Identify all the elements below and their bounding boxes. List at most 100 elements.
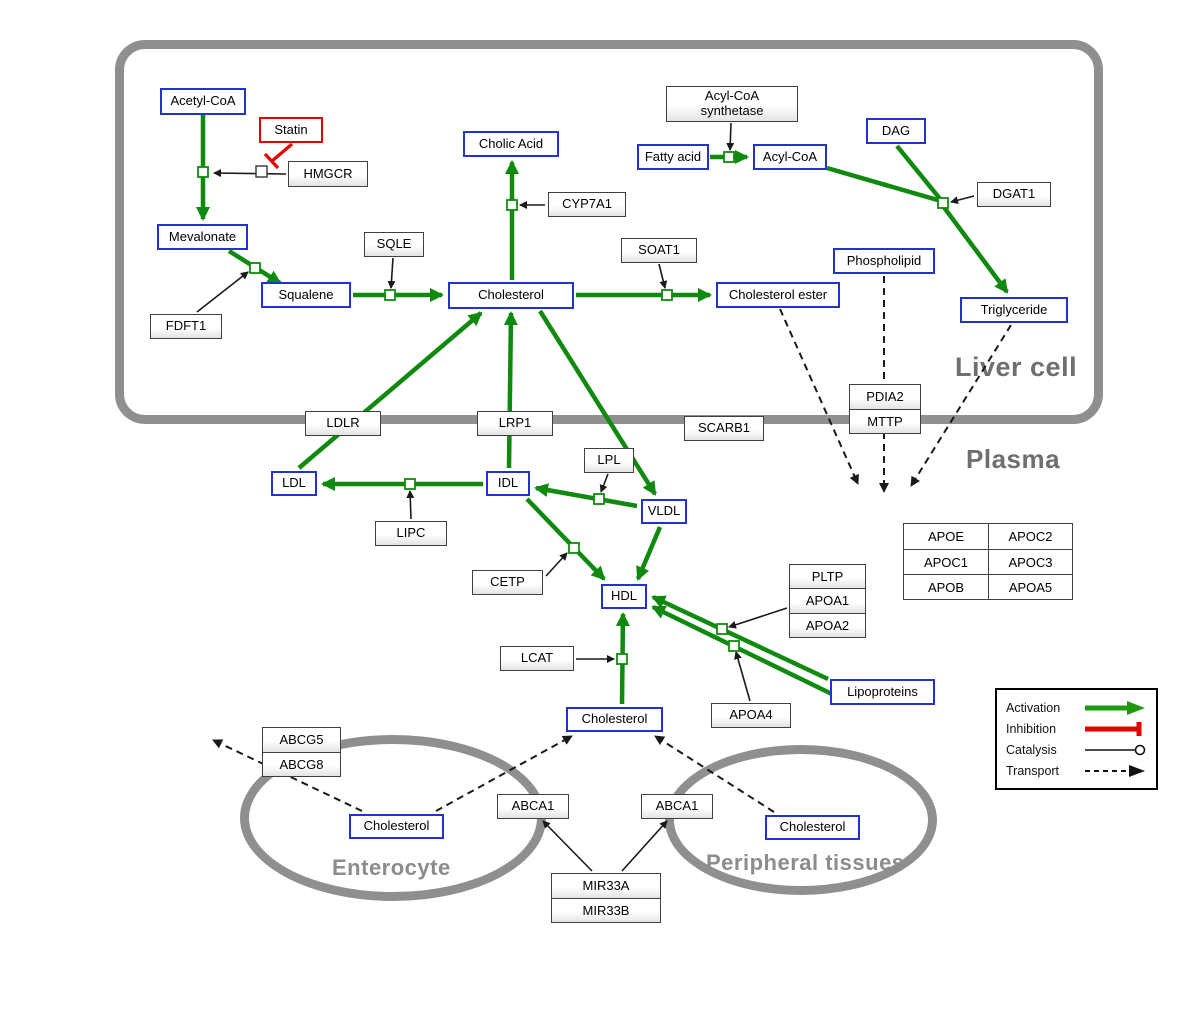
node-label: DAG — [881, 122, 911, 138]
node-lcat[interactable]: LCAT — [500, 646, 574, 671]
edge-acylcoa-to-dgat1-junction — [826, 165, 942, 204]
edge-ldl-to-cholesterol-via-ldlr — [297, 311, 483, 470]
legend-row-transport: Transport — [1006, 760, 1147, 781]
node-pdia2[interactable]: PDIA2 — [850, 385, 920, 409]
anchor-cetp — [568, 542, 580, 554]
node-label: SOAT1 — [638, 242, 680, 258]
node-squalene[interactable]: Squalene — [261, 282, 351, 308]
node-vldl[interactable]: VLDL — [641, 499, 687, 524]
node-dag[interactable]: DAG — [866, 118, 926, 144]
inhibition-tbar-icon — [1085, 721, 1142, 736]
node-label: Cholesterol — [581, 711, 648, 727]
peripheral-tissue-membrane — [665, 745, 937, 895]
edge-acylcoa-synthetase-catalysis — [726, 122, 735, 151]
edge-idl-to-hdl-via-cetp — [525, 497, 606, 581]
node-label: Acyl-CoA — [762, 148, 818, 164]
node-lrp1[interactable]: LRP1 — [477, 411, 553, 436]
node-soat1[interactable]: SOAT1 — [621, 238, 697, 263]
stack-mir33a-mir33b: MIR33A MIR33B — [551, 873, 661, 923]
legend-activation-label: Activation — [1006, 700, 1061, 715]
node-idl[interactable]: IDL — [486, 471, 530, 496]
node-label: HMGCR — [303, 165, 353, 181]
node-label: Acetyl-CoA — [170, 93, 236, 109]
node-apoe[interactable]: APOE — [904, 524, 988, 549]
node-acyl-coa-synthetase[interactable]: Acyl-CoA synthetase — [666, 86, 798, 122]
node-phospholipid[interactable]: Phospholipid — [833, 248, 935, 274]
node-hdl[interactable]: HDL — [601, 584, 647, 609]
node-dgat1[interactable]: DGAT1 — [977, 182, 1051, 207]
edge-dgat1-catalysis — [950, 195, 975, 205]
edge-cetp-catalysis — [545, 552, 568, 577]
node-sqle[interactable]: SQLE — [364, 232, 424, 257]
edge-mir33-to-abca1-right — [621, 820, 668, 872]
node-abcg5[interactable]: ABCG5 — [263, 728, 340, 752]
legend-transport-label: Transport — [1006, 763, 1060, 778]
node-apob[interactable]: APOB — [904, 574, 988, 599]
node-apoa1[interactable]: APOA1 — [790, 588, 865, 613]
legend-row-activation: Activation — [1006, 697, 1147, 718]
node-cetp[interactable]: CETP — [472, 570, 543, 595]
node-label: IDL — [497, 475, 519, 491]
node-pltp[interactable]: PLTP — [790, 565, 865, 589]
node-label-line2: synthetase — [700, 103, 764, 118]
edge-lipc-catalysis — [406, 490, 415, 520]
node-cholesterol-enterocyte[interactable]: Cholesterol — [349, 814, 444, 839]
edge-junction-to-triglyceride — [941, 204, 1009, 294]
node-label: Cholesterol — [478, 287, 544, 303]
node-cyp7a1[interactable]: CYP7A1 — [548, 192, 626, 217]
node-apoa2[interactable]: APOA2 — [790, 612, 865, 637]
node-label: CYP7A1 — [562, 196, 612, 212]
node-mir33b[interactable]: MIR33B — [552, 897, 660, 922]
node-mevalonate[interactable]: Mevalonate — [157, 224, 248, 250]
edge-sqle-catalysis — [387, 257, 396, 289]
node-cholesterol-plasma[interactable]: Cholesterol — [566, 707, 663, 732]
edge-hmgcr-catalysis — [213, 169, 287, 178]
node-cholesterol-peripheral[interactable]: Cholesterol — [765, 815, 860, 840]
node-apoc2[interactable]: APOC2 — [988, 524, 1072, 549]
node-label: SCARB1 — [697, 420, 751, 436]
node-cholesterol-ester[interactable]: Cholesterol ester — [716, 282, 840, 308]
node-abcg8[interactable]: ABCG8 — [263, 751, 340, 776]
node-apoa5[interactable]: APOA5 — [988, 574, 1072, 599]
node-label: ABCA1 — [655, 798, 699, 814]
node-label: Squalene — [278, 286, 334, 302]
node-label: Fatty acid — [644, 148, 702, 164]
node-fdft1[interactable]: FDFT1 — [150, 314, 222, 339]
edge-lipoproteins-to-hdl-upper — [651, 594, 829, 682]
node-mttp[interactable]: MTTP — [850, 408, 920, 433]
node-lipc[interactable]: LIPC — [375, 521, 447, 546]
node-cholic-acid[interactable]: Cholic Acid — [463, 131, 559, 157]
node-acyl-coa[interactable]: Acyl-CoA — [753, 144, 827, 170]
node-label: LRP1 — [498, 415, 532, 431]
node-scarb1[interactable]: SCARB1 — [684, 416, 764, 441]
node-acetyl-coa[interactable]: Acetyl-CoA — [160, 88, 246, 115]
node-label: Cholic Acid — [478, 135, 544, 151]
node-apoa4[interactable]: APOA4 — [711, 703, 791, 728]
anchor-lpl — [593, 493, 605, 505]
node-abca1-right[interactable]: ABCA1 — [641, 794, 713, 819]
node-hmgcr[interactable]: HMGCR — [288, 161, 368, 187]
node-label: LDLR — [326, 415, 360, 431]
anchor-apoa-lower — [728, 640, 740, 652]
node-ldlr[interactable]: LDLR — [305, 411, 381, 436]
node-abca1-left[interactable]: ABCA1 — [497, 794, 569, 819]
edge-mir33-to-abca1-left — [542, 820, 593, 872]
node-apoc1[interactable]: APOC1 — [904, 549, 988, 574]
node-fatty-acid[interactable]: Fatty acid — [637, 144, 709, 170]
node-cholesterol-liver[interactable]: Cholesterol — [448, 282, 574, 309]
node-statin[interactable]: Statin — [259, 117, 323, 143]
node-apoc3[interactable]: APOC3 — [988, 549, 1072, 574]
stack-abcg5-abcg8: ABCG5 ABCG8 — [262, 727, 341, 777]
enterocyte-label: Enterocyte — [332, 855, 451, 880]
node-mir33a[interactable]: MIR33A — [552, 874, 660, 898]
node-label: Lipoproteins — [847, 683, 918, 699]
peripheral-tissues-label: Peripheral tissues — [706, 850, 905, 875]
edge-soat1-catalysis — [658, 263, 668, 289]
node-label: FDFT1 — [165, 318, 207, 334]
activation-arrow-icon — [1085, 700, 1145, 715]
node-lpl[interactable]: LPL — [584, 448, 634, 473]
node-triglyceride[interactable]: Triglyceride — [960, 297, 1068, 323]
node-ldl[interactable]: LDL — [271, 471, 317, 496]
node-lipoproteins[interactable]: Lipoproteins — [830, 679, 935, 705]
